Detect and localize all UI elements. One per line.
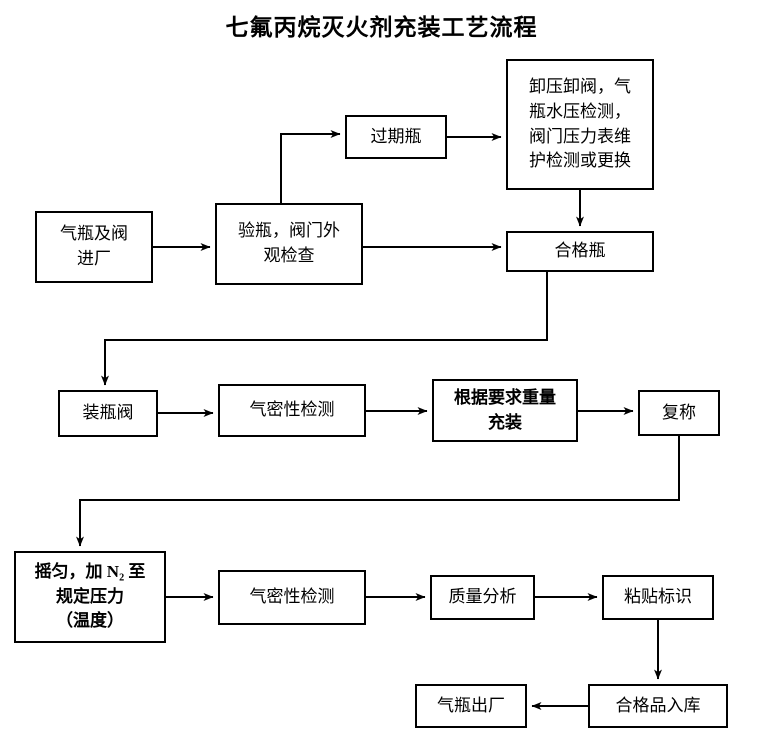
node-depressurize-hydrotest-maintain[interactable]: 卸压卸阀，气 瓶水压检测， 阀门压力表维 护检测或更换 xyxy=(506,59,654,190)
node-label: 粘贴标识 xyxy=(624,587,692,607)
node-cylinder-shipment[interactable]: 气瓶出厂 xyxy=(415,684,527,728)
node-reweigh[interactable]: 复称 xyxy=(638,390,720,436)
node-quality-analysis[interactable]: 质量分析 xyxy=(430,575,535,620)
node-label: 合格瓶 xyxy=(554,241,606,261)
node-label: 气密性检测 xyxy=(249,587,335,607)
node-shake-add-nitrogen[interactable]: 摇匀，加 N₂ 至 规定压力 （温度） xyxy=(14,551,166,643)
node-label: 合格品入库 xyxy=(615,695,701,715)
node-qualified-product-warehouse[interactable]: 合格品入库 xyxy=(588,684,728,728)
node-label: 气密性检测 xyxy=(249,400,335,420)
node-label: 卸压卸阀，气 瓶水压检测， 阀门压力表维 护检测或更换 xyxy=(529,77,631,171)
node-label: 复称 xyxy=(662,402,696,422)
page-title: 七氟丙烷灭火剂充装工艺流程 xyxy=(225,15,538,40)
node-attach-label[interactable]: 粘贴标识 xyxy=(602,575,714,620)
node-expired-cylinder[interactable]: 过期瓶 xyxy=(345,115,447,159)
node-label: 气瓶及阀 进厂 xyxy=(60,224,128,268)
node-label: 摇匀，加 N₂ 至 规定压力 （温度） xyxy=(34,562,146,631)
node-label: 质量分析 xyxy=(448,587,517,607)
node-label: 装瓶阀 xyxy=(82,403,134,423)
node-airtightness-test-1[interactable]: 气密性检测 xyxy=(218,384,366,437)
node-fill-by-required-weight[interactable]: 根据要求重量 充装 xyxy=(432,379,578,442)
node-qualified-cylinder[interactable]: 合格瓶 xyxy=(506,231,654,272)
edge-n2-n3 xyxy=(280,130,341,203)
node-install-cylinder-valve[interactable]: 装瓶阀 xyxy=(58,390,158,437)
node-label: 气瓶出厂 xyxy=(437,695,505,715)
edge-n5-n6 xyxy=(101,272,548,386)
node-airtightness-test-2[interactable]: 气密性检测 xyxy=(218,570,366,625)
node-label: 根据要求重量 充装 xyxy=(454,387,556,432)
node-label: 验瓶，阀门外 观检查 xyxy=(238,221,340,265)
edge-n9-n10 xyxy=(76,436,680,547)
node-cylinder-valve-inspection[interactable]: 验瓶，阀门外 观检查 xyxy=(215,203,363,285)
node-gas-cylinder-valve-arrival[interactable]: 气瓶及阀 进厂 xyxy=(35,211,153,283)
node-label: 过期瓶 xyxy=(370,126,422,146)
